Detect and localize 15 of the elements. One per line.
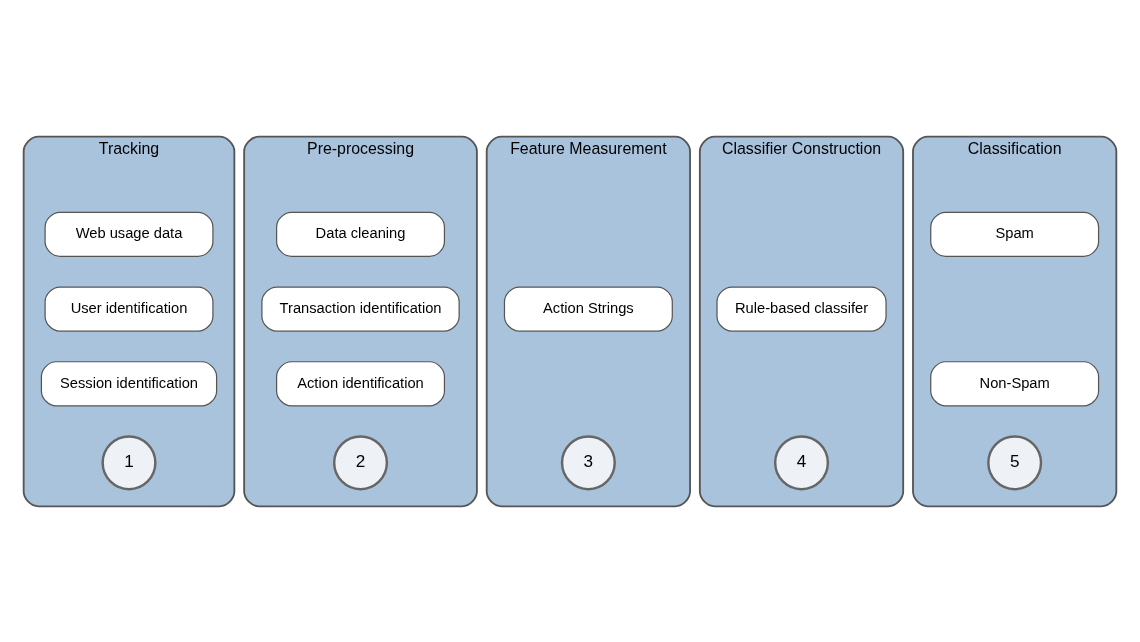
node-box: Action identification	[276, 360, 446, 406]
node-circle: 1	[101, 434, 157, 490]
node-box: Non-Spam	[930, 360, 1100, 406]
node-circle: 5	[987, 434, 1043, 490]
node-box: User identification	[44, 285, 214, 332]
node-box: Transaction identification	[261, 285, 460, 332]
node-circle: 4	[773, 434, 830, 490]
node-box: Web usage data	[44, 211, 214, 257]
node-box: Data cleaning	[276, 211, 446, 257]
node-box: Action Strings	[503, 285, 673, 332]
node-box: Session identification	[40, 360, 218, 406]
node-box: Rule-based classifer	[716, 285, 887, 332]
node-circle: 2	[332, 434, 389, 490]
node-box: Spam	[930, 211, 1100, 257]
node-circle: 3	[560, 434, 616, 490]
